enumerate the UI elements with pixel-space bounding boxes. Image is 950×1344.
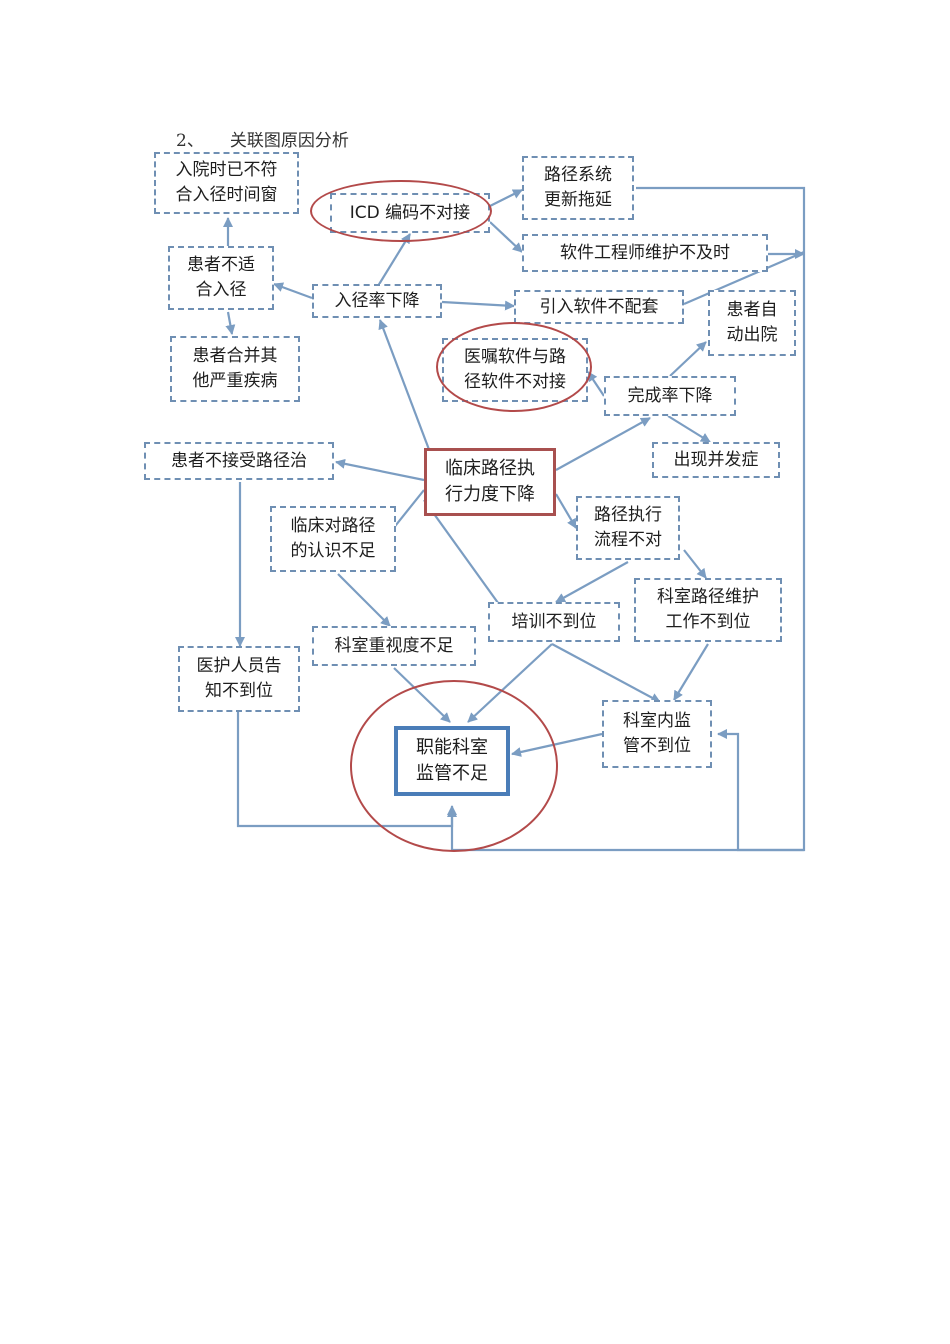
arrow-process-to-maintain <box>683 549 707 579</box>
arrow-icd-to-engineer <box>489 221 523 253</box>
node-admit-time: 入院时已不符合入径时间窗 <box>154 152 299 214</box>
node-system-update: 路径系统更新拖延 <box>522 156 634 220</box>
arrow-completion-to-complication <box>667 415 711 443</box>
arrow-process-to-training <box>555 561 629 603</box>
node-entry-rate: 入径率下降 <box>312 284 442 318</box>
highlight-ellipse-order-software <box>436 322 592 412</box>
arrow-root-to-entry <box>378 319 438 469</box>
node-training: 培训不到位 <box>488 602 620 642</box>
link-software-to-right <box>683 250 805 306</box>
node-internal-supervision: 科室内监管不到位 <box>602 700 712 768</box>
highlight-ellipse-icd <box>310 180 492 242</box>
section-heading: 2、 关联图原因分析 <box>176 126 349 151</box>
arrow-icd-to-update <box>489 189 523 207</box>
highlight-ellipse-goal <box>350 680 558 852</box>
arrow-entry-to-unsuitable <box>273 282 313 300</box>
arrow-entry-to-software <box>441 300 515 311</box>
node-engineer-maintenance: 软件工程师维护不及时 <box>522 234 768 272</box>
node-completion-rate: 完成率下降 <box>604 376 736 416</box>
arrow-root-to-training <box>423 499 507 615</box>
node-process-wrong: 路径执行流程不对 <box>576 496 680 560</box>
node-patient-unsuitable: 患者不适合入径 <box>168 246 274 310</box>
node-software-mismatch: 引入软件不配套 <box>514 290 684 324</box>
arrow-completion-to-order <box>587 371 605 397</box>
node-dept-attention: 科室重视度不足 <box>312 626 476 666</box>
node-complication: 出现并发症 <box>652 442 780 478</box>
section-number: 2、 <box>176 131 204 151</box>
node-root-problem: 临床路径执行力度下降 <box>424 448 556 516</box>
arrow-unsuitable-to-comorbid <box>225 311 236 335</box>
node-staff-inform: 医护人员告知不到位 <box>178 646 300 712</box>
arrow-entry-to-icd <box>377 233 411 287</box>
node-comorbidity: 患者合并其他严重疾病 <box>170 336 300 402</box>
arrow-root-to-process <box>555 493 577 529</box>
arrow-maintain-to-internal <box>673 643 709 701</box>
section-title: 关联图原因分析 <box>229 131 349 151</box>
node-patient-refuse: 患者不接受路径治 <box>144 442 334 480</box>
node-dept-maintenance: 科室路径维护工作不到位 <box>634 578 782 642</box>
node-self-discharge: 患者自动出院 <box>708 290 796 356</box>
arrow-root-to-refuse <box>335 458 425 482</box>
arrow-awareness-to-attention <box>337 573 391 627</box>
arrow-root-to-completion <box>555 417 651 471</box>
node-clinical-awareness: 临床对路径的认识不足 <box>270 506 396 572</box>
arrow-completion-to-discharge <box>669 341 707 377</box>
arrow-training-to-internal <box>551 643 661 703</box>
